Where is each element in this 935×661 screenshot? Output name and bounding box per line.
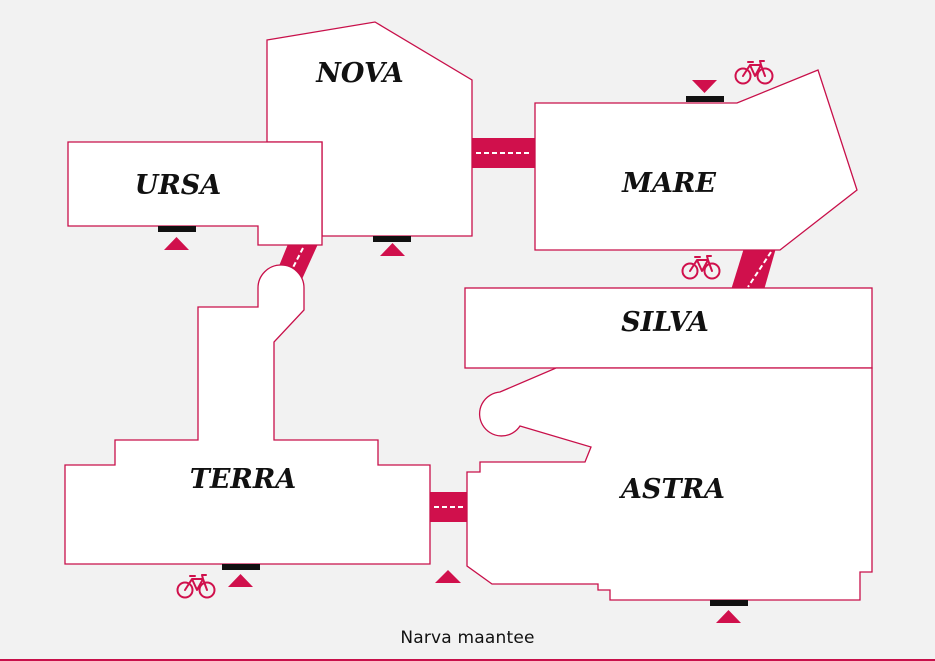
entrance-astra[interactable]	[710, 600, 748, 623]
building-astra[interactable]	[466, 367, 873, 601]
entrance-triangle-icon	[435, 570, 461, 583]
bicycle-icon	[734, 60, 774, 85]
building-terra[interactable]	[64, 264, 431, 565]
building-silva[interactable]	[464, 287, 873, 369]
building-label-astra: ASTRA	[618, 474, 725, 505]
building-label-nova: NOVA	[315, 58, 404, 89]
bridge-terra-astra	[430, 492, 470, 522]
entrance-triangle-icon	[692, 80, 717, 93]
street-label: Narva maantee	[400, 628, 535, 648]
street-line	[0, 659, 935, 661]
building-label-silva: SILVA	[621, 307, 709, 338]
bicycle-icon	[681, 255, 721, 280]
building-label-mare: MARE	[621, 168, 716, 199]
building-ursa[interactable]	[67, 141, 323, 246]
entrance-mare[interactable]	[686, 80, 724, 102]
entrance-triangle-icon	[380, 243, 405, 256]
entrance-terra[interactable]	[222, 564, 260, 587]
entrance-nova[interactable]	[373, 236, 411, 256]
entrance-terra-astra[interactable]	[435, 570, 461, 583]
building-label-terra: TERRA	[190, 464, 297, 495]
building-mare[interactable]	[534, 69, 858, 251]
entrance-triangle-icon	[716, 610, 741, 623]
building-label-ursa: URSA	[135, 170, 221, 201]
entrance-triangle-icon	[164, 237, 189, 250]
bridge-mare-silva	[731, 248, 776, 290]
bicycle-icon	[176, 574, 216, 599]
bridge-nova-mare	[470, 138, 536, 168]
entrance-triangle-icon	[228, 574, 253, 587]
entrance-ursa[interactable]	[158, 226, 196, 250]
